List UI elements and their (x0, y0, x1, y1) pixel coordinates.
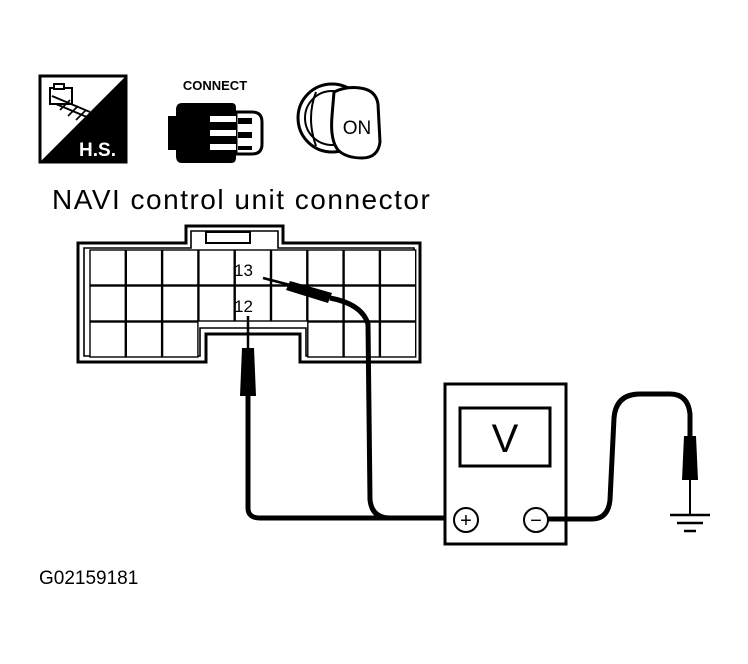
connector-terminal (198, 285, 235, 322)
connector-terminal (234, 285, 272, 322)
navi-connector (76, 224, 422, 364)
connector-terminal (270, 249, 308, 286)
connector-terminal (161, 285, 199, 322)
ground-icon (670, 513, 710, 533)
ignition-key-icon: ON (296, 82, 382, 160)
left-probe (240, 316, 452, 521)
connector-terminal (379, 249, 417, 286)
harness-side-icon: H.S. (38, 74, 128, 164)
pin-12-label: 12 (234, 297, 253, 316)
negative-terminal-icon: − (530, 510, 542, 532)
connector-terminal (198, 249, 235, 286)
connect-icon: CONNECT (168, 78, 264, 163)
connector-terminal (89, 285, 126, 322)
ignition-on-label: ON (343, 118, 372, 139)
ground-lead (548, 391, 698, 522)
connector-terminal (89, 321, 126, 358)
pin-13-label: 13 (234, 261, 253, 280)
connector-terminal (379, 321, 417, 358)
voltmeter-symbol: V (492, 417, 519, 461)
connector-terminal (379, 285, 417, 322)
connector-terminal (125, 249, 163, 286)
connector-title: NAVI control unit connector (52, 184, 431, 215)
figure-code: G02159181 (39, 568, 138, 589)
connector-terminal (343, 321, 381, 358)
connect-label: CONNECT (183, 78, 247, 93)
harness-side-label: H.S. (79, 140, 116, 161)
connector-terminal (307, 249, 344, 286)
positive-terminal-icon: + (460, 510, 472, 532)
connector-terminal (125, 285, 163, 322)
connector-terminal (89, 249, 126, 286)
right-probe (262, 276, 452, 521)
connector-terminal (161, 249, 199, 286)
connector-terminal (343, 249, 381, 286)
connector-terminal (125, 321, 163, 358)
connector-terminal (161, 321, 199, 358)
voltmeter: V + − (443, 382, 568, 546)
connector-terminal (307, 321, 344, 358)
